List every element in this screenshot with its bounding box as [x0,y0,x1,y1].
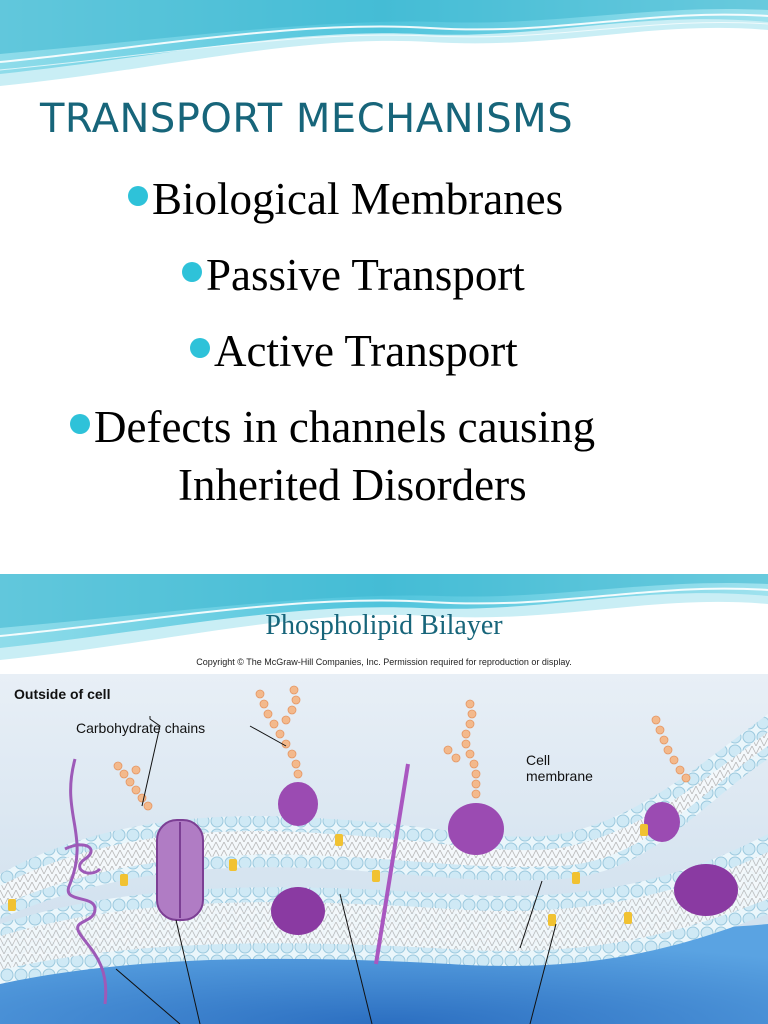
bullet-item: Defects in channels causing Inherited Di… [0,398,768,518]
wave-header-decoration [0,0,768,86]
slide-title: TRANSPORT MECHANISMS [40,96,574,142]
membrane-diagram [0,674,768,1024]
bullet-text: Biological Membranes [152,174,564,224]
bullet-text: Defects in channels causing [94,402,596,452]
slide-transport-mechanisms: TRANSPORT MECHANISMS Biological Membrane… [0,0,768,518]
bullet-item: Biological Membranes [0,170,768,246]
slide-phospholipid-bilayer: Phospholipid Bilayer Copyright © The McG… [0,574,768,1024]
bullet-item: Active Transport [0,322,768,398]
copyright-notice: Copyright © The McGraw-Hill Companies, I… [196,657,572,667]
bullet-dot-icon [182,262,202,282]
bullet-list: Biological Membranes Passive Transport A… [0,170,768,518]
slide-title: Phospholipid Bilayer [265,610,503,641]
wave-header-decoration [0,574,768,660]
cell-membrane-label-line2: membrane [526,768,593,785]
bullet-text-continuation: Inherited Disorders [178,460,527,510]
bullet-item: Passive Transport [0,246,768,322]
cell-membrane-label: Cell membrane [526,752,593,784]
cell-membrane-illustration: Outside of cell Carbohydrate chains Cell… [0,674,768,1024]
bullet-dot-icon [128,186,148,206]
bullet-text: Passive Transport [206,250,525,300]
bullet-text: Active Transport [214,326,518,376]
carbohydrate-chains-label: Carbohydrate chains [76,720,206,736]
cell-membrane-label-line1: Cell [526,752,551,768]
bullet-dot-icon [190,338,210,358]
cholesterol-icon [8,824,648,926]
bullet-dot-icon [70,414,90,434]
outside-of-cell-label: Outside of cell [14,686,111,702]
